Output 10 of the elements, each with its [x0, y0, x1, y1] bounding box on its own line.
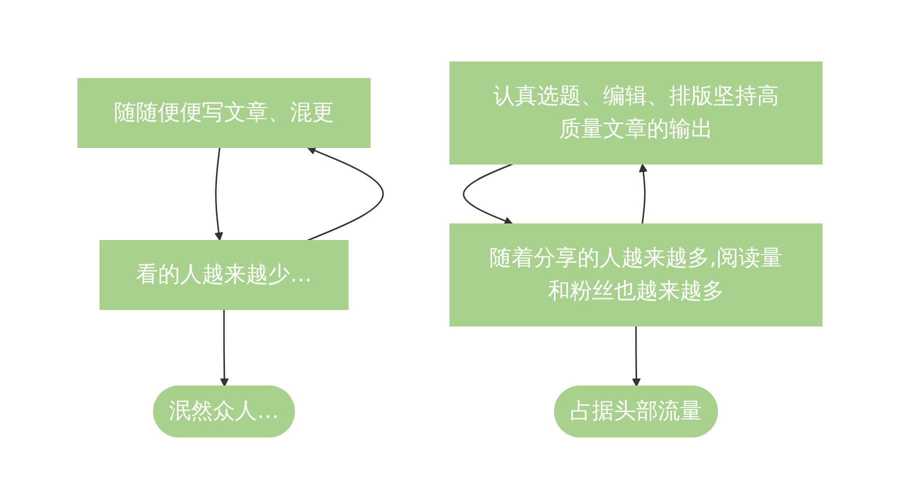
arrow — [632, 326, 641, 387]
arrow — [307, 146, 384, 242]
node-box: 随随便便写文章、混更 — [78, 78, 370, 148]
node-box: 看的人越来越少… — [100, 240, 348, 310]
node-box: 认真选题、编辑、排版坚持高质量文章的输出 — [450, 62, 822, 164]
node-box: 随着分享的人越来越多,阅读量和粉丝也越来越多 — [450, 224, 822, 326]
arrow — [214, 147, 224, 241]
arrow — [220, 310, 229, 387]
arrow — [638, 164, 648, 224]
arrow — [462, 163, 513, 226]
